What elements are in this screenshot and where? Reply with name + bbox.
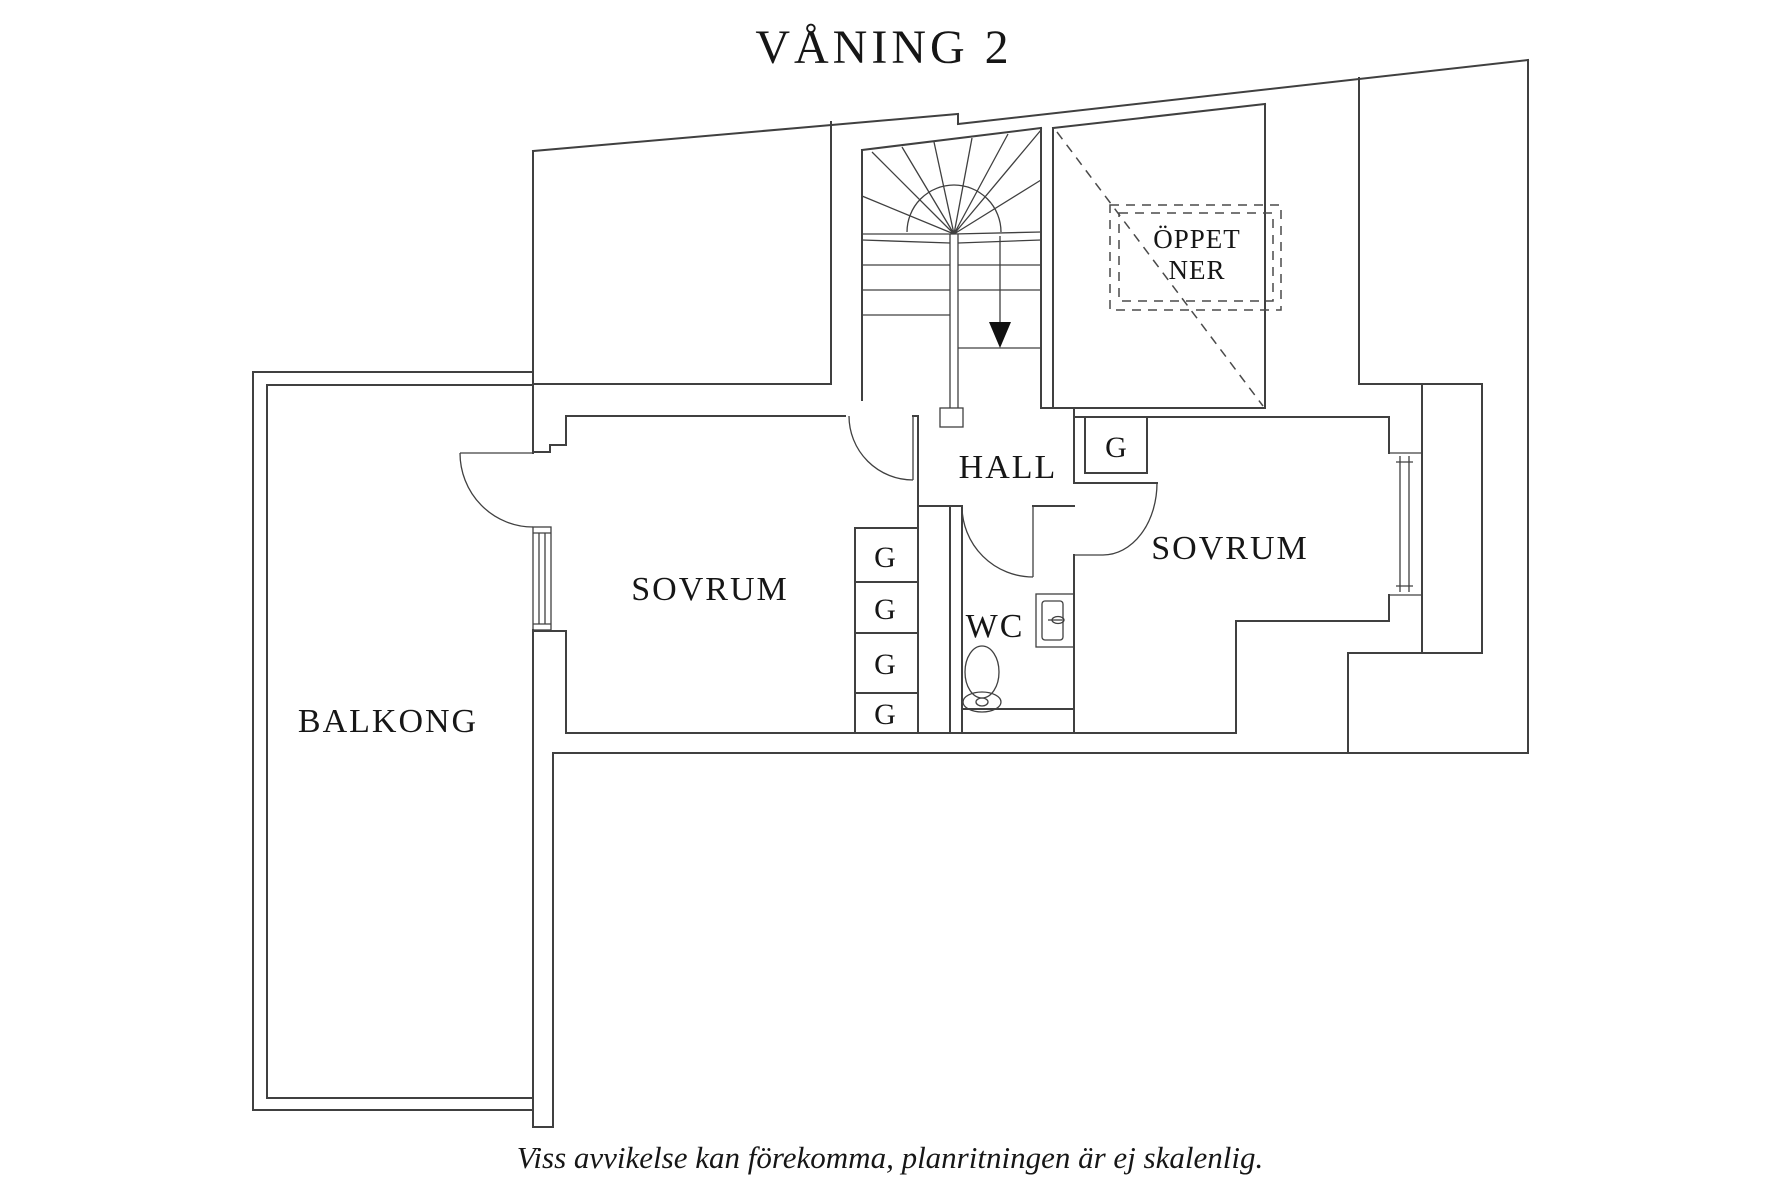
window-east [1389,452,1422,596]
window-west [532,526,552,631]
room-label-balcony: BALKONG [298,703,478,740]
wardrobe-label: G [874,541,896,574]
void-label-line2: NER [1169,255,1226,285]
stair-winder-treads [861,129,1042,235]
toilet-icon [962,645,1002,713]
page-title: VÅNING 2 [755,21,1012,74]
door-balcony [459,452,534,528]
wardrobe-label: G [874,648,896,681]
room-label-hall: HALL [959,449,1058,486]
balcony-walls [252,371,534,1111]
room-label-wc: WC [966,608,1025,645]
bedroom-left-walls [532,415,1237,734]
staircase [860,126,1043,428]
disclaimer-text: Viss avvikelse kan förekomma, planritnin… [517,1140,1263,1175]
wardrobe-label: G [874,593,896,626]
wardrobe-column: G G G G [854,527,919,734]
void-label-line1: ÖPPET [1153,224,1241,254]
washbasin-icon [1035,593,1075,648]
door-bedroom-left [848,415,914,481]
outer-walls [531,58,1530,1128]
void-diagonal-mark [1056,131,1264,407]
door-bedroom-right [1074,482,1158,556]
wardrobe-label: G [1105,431,1127,464]
room-label-bedroom-left: SOVRUM [631,571,788,608]
bedroom-right-walls [1073,407,1390,734]
door-wc [961,505,1034,578]
wardrobe-label: G [874,698,896,731]
open-below-void: ÖPPET NER [1040,102,1282,409]
stair-down-arrow-icon [989,236,1011,348]
room-label-bedroom-right: SOVRUM [1151,530,1308,567]
